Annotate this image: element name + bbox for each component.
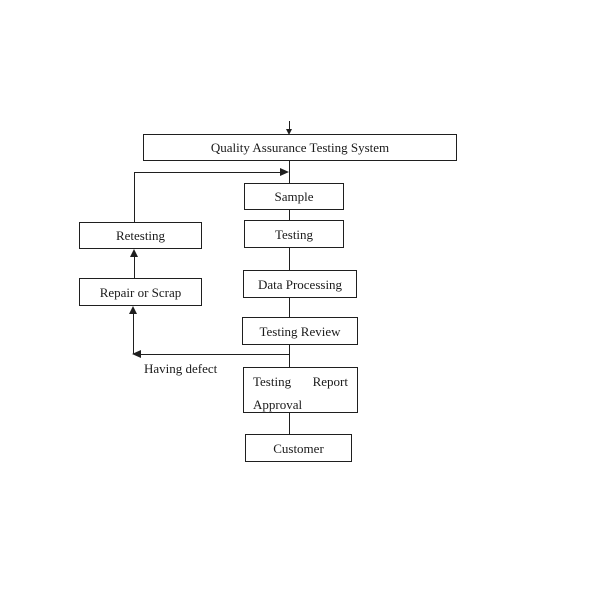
connector-approval-to-customer [289, 413, 290, 434]
node-label-line1: Testing Report [253, 374, 348, 390]
arrowhead-up-into-repair-icon [129, 306, 137, 314]
connector-data-processing-to-testing-review [289, 298, 290, 317]
connector-retesting-right [134, 172, 281, 173]
connector-testing-review-to-approval [289, 345, 290, 367]
node-testing-report-approval: Testing Report Approval [243, 367, 358, 413]
connector-defect-left [140, 354, 289, 355]
arrowhead-up-into-retesting-icon [130, 249, 138, 257]
node-label: Quality Assurance Testing System [210, 140, 390, 155]
node-sample: Sample [244, 183, 344, 210]
connector-title-to-sample [289, 161, 290, 183]
node-label: Testing [274, 226, 314, 242]
connector-defect-up [133, 312, 134, 354]
node-repair-or-scrap: Repair or Scrap [79, 278, 202, 306]
arrowhead-right-into-spine-icon [280, 168, 289, 176]
node-testing: Testing [244, 220, 344, 248]
connector-repair-to-retesting [134, 255, 135, 278]
connector-retesting-up [134, 172, 135, 222]
connector-sample-to-testing [289, 210, 290, 220]
node-testing-review: Testing Review [242, 317, 358, 345]
node-retesting: Retesting [79, 222, 202, 249]
arrowhead-down-into-title-icon [286, 129, 292, 135]
node-customer: Customer [245, 434, 352, 462]
node-label: Repair or Scrap [99, 284, 182, 300]
edge-label-having-defect: Having defect [144, 361, 218, 376]
node-label: Customer [273, 440, 324, 456]
node-label: Sample [274, 189, 314, 204]
arrowhead-left-defect-icon [132, 350, 141, 358]
node-quality-assurance-testing-system: Quality Assurance Testing System [143, 134, 457, 161]
node-label: Data Processing [257, 276, 343, 292]
node-label: Testing Review [259, 323, 341, 339]
connector-top-stub [289, 121, 290, 132]
connector-testing-to-data-processing [289, 248, 290, 270]
node-label-line2: Approval [253, 397, 303, 412]
node-data-processing: Data Processing [243, 270, 357, 298]
node-label: Retesting [115, 228, 166, 243]
node-label-word: Report [312, 374, 348, 389]
node-label-word: Testing [253, 374, 292, 389]
